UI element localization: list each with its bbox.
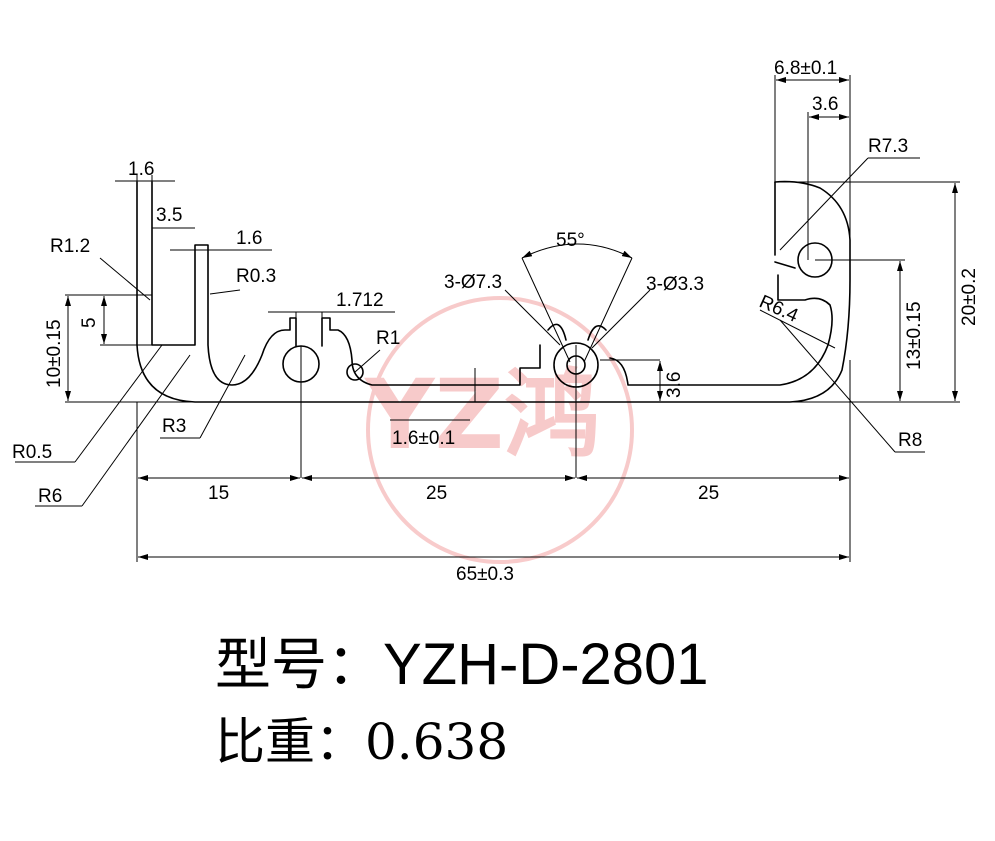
density-value: 0.638 bbox=[365, 713, 509, 771]
dim-6-8: 6.8±0.1 bbox=[774, 58, 837, 79]
dim-1-6-mid: 1.6 bbox=[236, 228, 262, 249]
dimension-labels: 1.6 3.5 1.6 R1.2 R0.3 1.712 R1 5 10±0.15… bbox=[12, 58, 980, 585]
dim-3-hole-3-3: 3-Ø3.3 bbox=[646, 274, 704, 295]
density-caption: 比重：0.638 bbox=[215, 702, 508, 774]
dim-r7-3: R7.3 bbox=[868, 136, 908, 157]
dim-r6: R6 bbox=[38, 486, 62, 507]
dim-20: 20±0.2 bbox=[959, 268, 980, 326]
dim-r0-5: R0.5 bbox=[12, 442, 52, 463]
dim-r6-4: R6.4 bbox=[756, 291, 802, 327]
dimension-lines bbox=[15, 75, 960, 562]
dim-25-a: 25 bbox=[426, 483, 447, 504]
dim-1-6-top: 1.6 bbox=[128, 159, 154, 180]
dim-10: 10±0.15 bbox=[44, 319, 65, 388]
model-caption: 型号：YZH-D-2801 bbox=[215, 620, 709, 701]
dim-5: 5 bbox=[79, 317, 100, 328]
dim-1-6-tol: 1.6±0.1 bbox=[392, 428, 455, 449]
dim-65: 65±0.3 bbox=[456, 564, 514, 585]
dim-r1-2: R1.2 bbox=[50, 236, 90, 257]
dim-13: 13±0.15 bbox=[904, 301, 925, 370]
dim-55-deg: 55° bbox=[556, 230, 585, 251]
watermark-text: YZ鸿 bbox=[364, 359, 600, 471]
dim-r8: R8 bbox=[898, 430, 922, 451]
watermark: YZ鸿 bbox=[364, 296, 634, 564]
dim-r3: R3 bbox=[162, 416, 186, 437]
model-label: 型号： bbox=[215, 633, 383, 698]
density-label: 比重： bbox=[215, 713, 365, 771]
dim-3-hole-7-3: 3-Ø7.3 bbox=[444, 272, 502, 293]
dim-25-b: 25 bbox=[698, 483, 719, 504]
profile-outline bbox=[65, 180, 960, 403]
dim-r0-3: R0.3 bbox=[236, 266, 276, 287]
dim-1-712: 1.712 bbox=[336, 290, 384, 311]
dim-15: 15 bbox=[208, 483, 229, 504]
dim-3-5: 3.5 bbox=[156, 205, 182, 226]
model-value: YZH-D-2801 bbox=[383, 632, 709, 697]
dim-3-6-low: 3.6 bbox=[664, 372, 685, 398]
dim-3-6-top: 3.6 bbox=[812, 94, 838, 115]
dim-r1: R1 bbox=[376, 328, 400, 349]
